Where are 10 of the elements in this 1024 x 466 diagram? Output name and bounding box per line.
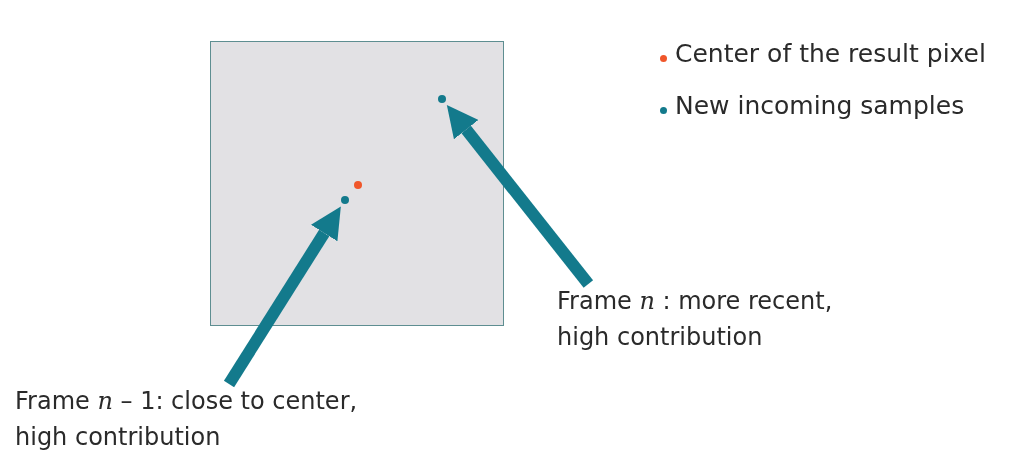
arrow: [223, 206, 341, 388]
annotation-text: Frame n : more recent, high contribution: [557, 283, 887, 355]
arrow: [446, 105, 594, 288]
legend-text: Center of the result pixel: [675, 38, 986, 70]
pixel-square: [210, 41, 504, 326]
center-dot: [354, 181, 362, 189]
sample-dot: [438, 95, 446, 103]
sample-dot: [341, 196, 349, 204]
annotation-text: Frame n – 1: close to center, high contribution: [15, 383, 415, 455]
legend-text: New incoming samples: [675, 90, 965, 122]
